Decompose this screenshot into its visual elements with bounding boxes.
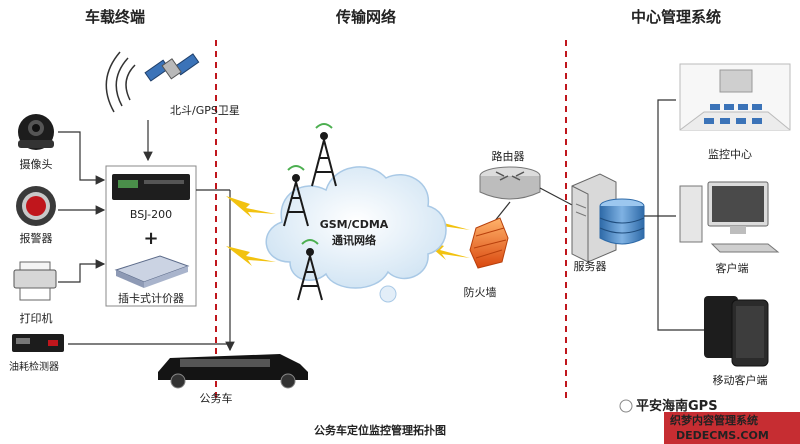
- watermark-line1: 平安海南GPS: [636, 398, 718, 414]
- alarm-label: 报警器: [20, 231, 53, 245]
- client-pc-icon: [679, 181, 780, 253]
- camera-label: 摄像头: [20, 157, 53, 171]
- section-network-title: 传输网络: [335, 8, 396, 26]
- cloud-label-line2: 通讯网络: [332, 233, 376, 247]
- lightning-icon-vehicle-bottom: [226, 246, 276, 266]
- camera-icon: [18, 114, 54, 150]
- mobile-client-icon: [704, 296, 769, 367]
- car-icon: [158, 354, 308, 389]
- router-icon: [479, 166, 541, 200]
- satellite-label: 北斗/GPS卫星: [170, 104, 240, 117]
- lightning-icon-vehicle-top: [226, 196, 276, 218]
- client-label: 客户端: [716, 261, 749, 275]
- cell-tower-icon-top: [311, 123, 337, 187]
- monitor-center-icon: [679, 63, 791, 131]
- satellite-icon: [105, 51, 200, 113]
- watermark-line3: DEDECMS.COM: [676, 429, 769, 442]
- monitor-center-label: 监控中心: [708, 147, 752, 161]
- cell-tower-icon-bottom: [297, 239, 323, 301]
- plus-sign: +: [143, 228, 158, 249]
- fuel-sensor-icon: [12, 334, 64, 352]
- car-label: 公务车: [200, 391, 233, 405]
- mobile-client-label: 移动客户端: [713, 373, 768, 387]
- section-vehicle-title: 车载终端: [85, 8, 145, 26]
- database-icon: [599, 198, 645, 245]
- cloud-label-line1: GSM/CDMA: [320, 218, 389, 231]
- watermark: 平安海南GPS 织梦内容管理系统 DEDECMS.COM: [619, 398, 800, 444]
- printer-icon: [13, 261, 57, 301]
- terminal-label: BSJ-200: [130, 208, 172, 221]
- firewall-icon: [469, 217, 509, 269]
- diagram-caption: 公务车定位监控管理拓扑图: [314, 423, 446, 437]
- firewall-label: 防火墙: [464, 285, 497, 299]
- cell-tower-icon-middle: [283, 165, 309, 227]
- fuel-sensor-label: 油耗检测器: [9, 360, 59, 373]
- watermark-line2: 织梦内容管理系统: [670, 413, 758, 427]
- meter-label: 插卡式计价器: [118, 291, 184, 305]
- meter-device-icon: [114, 255, 190, 288]
- section-center-title: 中心管理系统: [631, 8, 721, 26]
- router-label: 路由器: [492, 149, 525, 163]
- terminal-device-icon: [112, 174, 190, 200]
- alarm-icon: [16, 186, 56, 226]
- server-label: 服务器: [574, 260, 607, 273]
- printer-label: 打印机: [20, 311, 53, 325]
